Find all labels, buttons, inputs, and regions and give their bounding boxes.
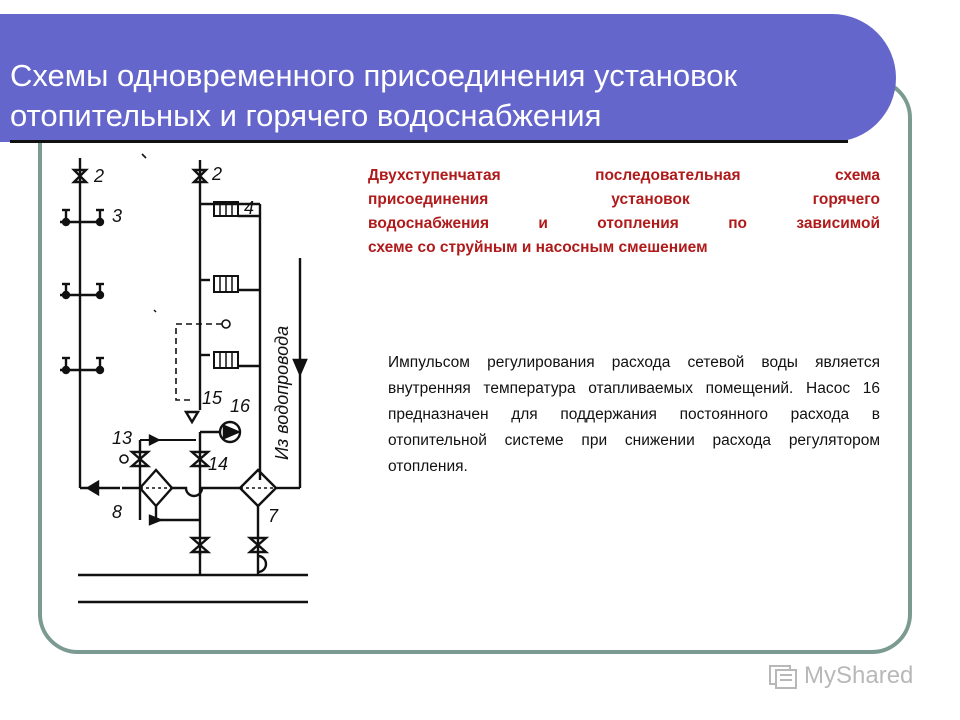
water-inlet-pipe: [292, 258, 308, 490]
slide-frame: [38, 78, 912, 654]
valves-and-exchangers: [119, 432, 292, 575]
title-line-2: отопительных и горячего водоснабжения: [10, 98, 602, 133]
diagram-subtitle: Двухступенчатая последовательная схема п…: [368, 164, 880, 260]
watermark-brand: MyShared: [804, 662, 914, 689]
subtitle-line-3: водоснабжения и отопления по зависимой: [368, 215, 880, 232]
label-16: 16: [230, 396, 251, 416]
heating-scheme-diagram: 2 3 2 4 15 16 13 14 8 7 Из водопровода: [60, 153, 308, 604]
stray-mark: [141, 153, 147, 159]
watermark: MyShared: [768, 656, 913, 696]
label-2-left: 2: [93, 166, 104, 186]
supply-return-mains: [78, 573, 308, 604]
label-7: 7: [268, 506, 279, 526]
body-paragraph: Импульсом регулирования расхода сетевой …: [388, 354, 880, 475]
label-3: 3: [112, 206, 122, 226]
hot-water-riser: [60, 158, 120, 497]
pipe-label: Из водопровода: [272, 326, 292, 460]
label-15: 15: [202, 388, 223, 408]
subtitle-line-2: присоединения установок горячего: [368, 191, 880, 208]
label-4: 4: [244, 198, 254, 218]
label-8: 8: [112, 502, 122, 522]
subtitle-line-1: Двухступенчатая последовательная схема: [368, 167, 880, 184]
title-line-1: Схемы одновременного присоединения устан…: [10, 58, 738, 93]
slide-title: Схемы одновременного присоединения устан…: [10, 56, 890, 136]
label-13: 13: [112, 428, 132, 448]
stray-mark-2: [153, 309, 157, 313]
myshared-logo-icon: [769, 665, 797, 689]
label-14: 14: [208, 454, 228, 474]
title-underline: [10, 140, 848, 143]
title-bar: Схемы одновременного присоединения устан…: [0, 14, 896, 143]
label-2-right: 2: [211, 164, 222, 184]
heating-riser: [175, 160, 262, 480]
pump-16: [200, 420, 242, 444]
subtitle-line-4: схеме со струйным и насосным смешением: [368, 239, 708, 256]
